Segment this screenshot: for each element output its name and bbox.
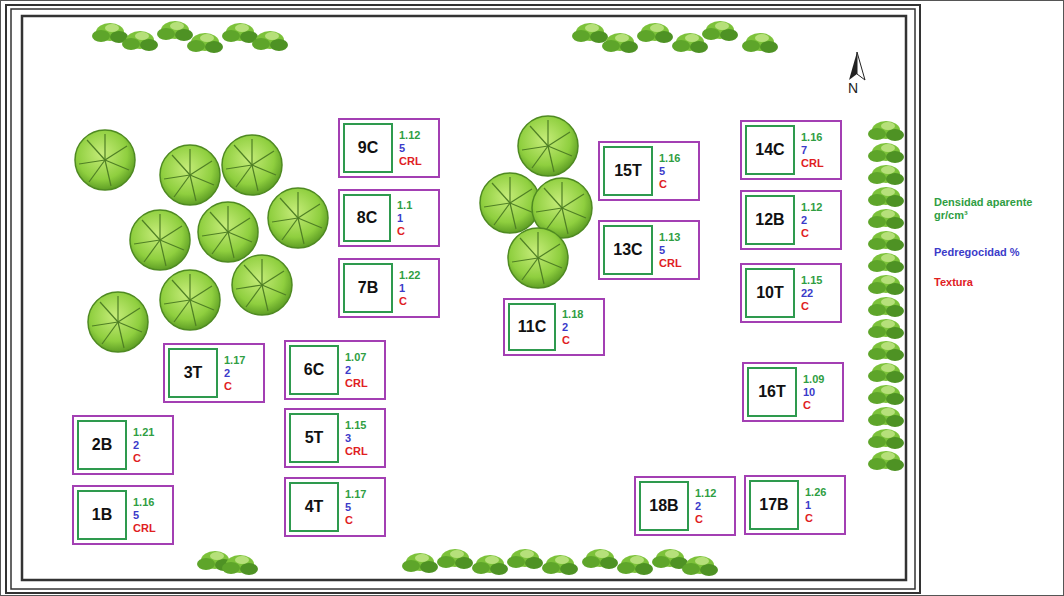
texture-value: CRL	[659, 257, 682, 270]
plot-box: 5T 1.153CRL	[284, 408, 386, 468]
plot-box: 6C 1.072CRL	[284, 340, 386, 400]
north-label: N	[848, 80, 858, 96]
density-value: 1.15	[801, 274, 822, 287]
plot-id: 5T	[289, 413, 339, 463]
plot-id: 8C	[343, 194, 391, 242]
density-value: 1.26	[805, 486, 826, 499]
plot-box: 2B 1.212C	[72, 415, 174, 475]
plot-box: 17B 1.261C	[744, 475, 846, 535]
density-value: 1.12	[399, 129, 420, 142]
stoniness-value: 22	[801, 287, 813, 300]
density-value: 1.07	[345, 351, 366, 364]
plot-id: 14C	[745, 125, 795, 175]
plot-id: 17B	[749, 480, 799, 530]
density-value: 1.16	[659, 152, 680, 165]
plot-box: 10T 1.1522C	[740, 263, 842, 323]
texture-value: C	[801, 300, 809, 313]
density-value: 1.13	[659, 231, 680, 244]
legend-text: Textura	[934, 276, 973, 288]
stoniness-value: 1	[805, 499, 811, 512]
texture-value: C	[345, 514, 353, 527]
plot-box: 12B 1.122C	[740, 190, 842, 250]
stoniness-value: 2	[224, 367, 230, 380]
texture-value: CRL	[133, 522, 156, 535]
stoniness-value: 2	[562, 321, 568, 334]
stoniness-value: 2	[345, 364, 351, 377]
plot-id: 13C	[603, 225, 653, 275]
stoniness-value: 5	[659, 244, 665, 257]
plot-id: 11C	[508, 303, 556, 351]
plot-box: 4T 1.175C	[284, 477, 386, 537]
texture-value: CRL	[345, 377, 368, 390]
stoniness-value: 2	[133, 439, 139, 452]
stoniness-value: 10	[803, 386, 815, 399]
plot-box: 18B 1.122C	[634, 476, 736, 536]
stoniness-value: 3	[345, 432, 351, 445]
legend-entry: Densidad aparente gr/cm³	[934, 196, 1056, 222]
plot-id: 18B	[639, 481, 689, 531]
density-value: 1.22	[399, 269, 420, 282]
plot-id: 15T	[603, 146, 653, 196]
density-value: 1.21	[133, 426, 154, 439]
plot-box: 1B 1.165CRL	[72, 485, 174, 545]
plot-id: 12B	[745, 195, 795, 245]
stoniness-value: 1	[399, 282, 405, 295]
plot-box: 13C 1.135CRL	[598, 220, 700, 280]
density-value: 1.17	[224, 354, 245, 367]
plot-id: 1B	[77, 490, 127, 540]
texture-value: C	[133, 452, 141, 465]
stoniness-value: 5	[133, 509, 139, 522]
texture-value: C	[397, 225, 405, 238]
texture-value: C	[695, 513, 703, 526]
density-value: 1.16	[133, 496, 154, 509]
legend-text: Pedregocidad %	[934, 246, 1020, 258]
stoniness-value: 2	[695, 500, 701, 513]
density-value: 1.15	[345, 419, 366, 432]
plot-box: 15T 1.165C	[598, 141, 700, 201]
plot-box: 16T 1.0910C	[742, 362, 844, 422]
density-value: 1.12	[695, 487, 716, 500]
texture-value: C	[562, 334, 570, 347]
plot-box: 11C 1.182C	[503, 298, 605, 356]
texture-value: CRL	[801, 157, 824, 170]
stoniness-value: 7	[801, 144, 807, 157]
texture-value: CRL	[399, 155, 422, 168]
legend-entry: Textura	[934, 276, 1056, 289]
plot-id: 2B	[77, 420, 127, 470]
stoniness-value: 5	[659, 165, 665, 178]
texture-value: C	[399, 295, 407, 308]
plot-box: 3T 1.172C	[163, 343, 265, 403]
texture-value: C	[805, 512, 813, 525]
texture-value: C	[803, 399, 811, 412]
plot-box: 8C 1.11C	[338, 189, 440, 247]
plot-id: 9C	[343, 123, 393, 173]
density-value: 1.1	[397, 199, 412, 212]
texture-value: CRL	[345, 445, 368, 458]
texture-value: C	[659, 178, 667, 191]
plot-box: 7B 1.221C	[338, 258, 440, 318]
legend-text: Densidad aparente gr/cm³	[934, 196, 1032, 221]
stoniness-value: 5	[345, 501, 351, 514]
plot-box: 9C 1.125CRL	[338, 118, 440, 178]
plot-id: 3T	[168, 348, 218, 398]
stoniness-value: 2	[801, 214, 807, 227]
plot-id: 7B	[343, 263, 393, 313]
stoniness-value: 5	[399, 142, 405, 155]
plot-id: 16T	[747, 367, 797, 417]
texture-value: C	[224, 380, 232, 393]
legend-entry: Pedregocidad %	[934, 246, 1056, 259]
plot-id: 4T	[289, 482, 339, 532]
density-value: 1.18	[562, 308, 583, 321]
plot-id: 10T	[745, 268, 795, 318]
density-value: 1.16	[801, 131, 822, 144]
density-value: 1.09	[803, 373, 824, 386]
density-value: 1.17	[345, 488, 366, 501]
plot-id: 6C	[289, 345, 339, 395]
stoniness-value: 1	[397, 212, 403, 225]
plot-box: 14C 1.167CRL	[740, 120, 842, 180]
texture-value: C	[801, 227, 809, 240]
density-value: 1.12	[801, 201, 822, 214]
